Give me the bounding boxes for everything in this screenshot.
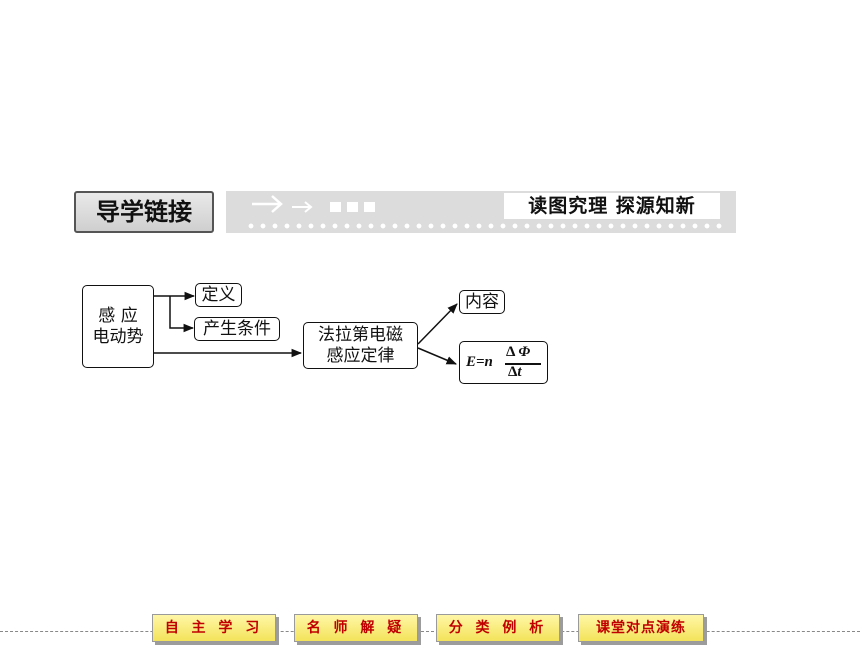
section-title: 导学链接 <box>74 191 214 233</box>
node-conditions: 产生条件 <box>194 317 280 341</box>
node-faraday-law-line2: 感应定律 <box>326 345 395 366</box>
nav-examples-button[interactable]: 分 类 例 析 <box>436 614 560 642</box>
node-faraday-law: 法拉第电磁 感应定律 <box>303 322 418 369</box>
formula-denominator: Δt <box>508 364 522 381</box>
arrow-decoration-icon <box>252 195 375 213</box>
formula-num-delta: Δ <box>506 344 515 360</box>
node-induced-emf: 感 应 电动势 <box>82 285 154 368</box>
node-content-label: 内容 <box>465 291 499 312</box>
formula-fraction-bar <box>505 363 541 365</box>
node-formula: E=n Δ Φ Δt <box>459 341 548 384</box>
formula-den-var: t <box>517 364 522 380</box>
edge-law-content <box>417 303 458 345</box>
node-induced-emf-line2: 电动势 <box>92 326 144 347</box>
formula-numerator: Δ Φ <box>506 344 530 361</box>
edge-root-conditions <box>169 296 195 333</box>
section-subtitle: 读图究理 探源知新 <box>504 193 720 219</box>
edge-law-formula <box>417 347 457 365</box>
node-content: 内容 <box>459 290 505 314</box>
nav-practice-button[interactable]: 课堂对点演练 <box>578 614 704 642</box>
formula-lhs: E=n <box>466 354 493 370</box>
formula-den-delta: Δ <box>508 364 518 380</box>
node-definition-label: 定义 <box>201 284 236 305</box>
node-conditions-label: 产生条件 <box>203 318 271 339</box>
nav-divider <box>0 631 860 632</box>
formula-num-var: Φ <box>518 344 531 360</box>
node-faraday-law-line1: 法拉第电磁 <box>318 324 403 345</box>
nav-teacher-explain-button[interactable]: 名 师 解 疑 <box>294 614 418 642</box>
nav-self-study-button[interactable]: 自 主 学 习 <box>152 614 276 642</box>
node-definition: 定义 <box>195 283 242 307</box>
header-dots-decoration <box>245 222 725 230</box>
node-induced-emf-line1: 感 应 <box>98 305 138 326</box>
